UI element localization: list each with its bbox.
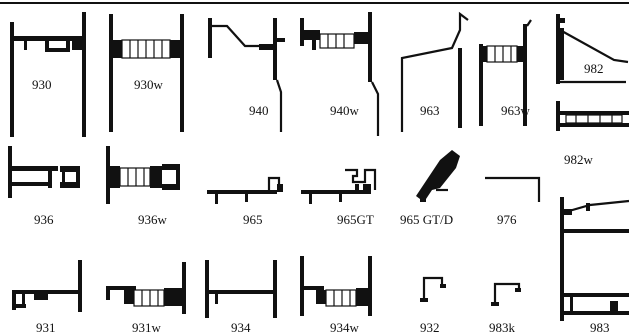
profile-934: 934: [195, 240, 290, 336]
profile-982: 982: [550, 0, 629, 95]
profile-932-label: 932: [420, 320, 440, 335]
profile-983-drawing: [560, 197, 629, 321]
profile-963w-drawing: [479, 19, 532, 126]
profile-934w: 934w: [290, 240, 390, 336]
profile-982w: 982w: [550, 95, 629, 175]
profile-963w-label: 963w: [501, 103, 530, 118]
profile-932-drawing: [420, 276, 446, 302]
profile-983k-label: 983k: [489, 320, 515, 335]
profile-963-label: 963: [420, 103, 440, 118]
profile-963: 963: [390, 0, 475, 140]
profile-931w: 931w: [100, 240, 195, 336]
profile-936-label: 936: [34, 212, 54, 227]
profile-940w: 940w: [290, 0, 390, 140]
profile-965gt: 965GT: [295, 140, 390, 235]
profile-982-label: 982: [584, 61, 604, 76]
profile-965gtd-label: 965 GT/D: [400, 212, 454, 227]
profile-983k-drawing: [491, 282, 521, 306]
profile-940w-label: 940w: [330, 103, 359, 118]
profile-931w-label: 931w: [132, 320, 161, 335]
profile-965-drawing: [207, 176, 283, 204]
profile-965: 965: [195, 140, 295, 235]
profile-940-label: 940: [249, 103, 269, 118]
profile-931: 931: [0, 240, 100, 336]
profile-982w-drawing: [556, 101, 629, 131]
profile-930w-label: 930w: [134, 77, 163, 92]
profile-934-drawing: [205, 260, 277, 318]
profile-963w: 963w: [475, 0, 550, 140]
profile-934-label: 934: [231, 320, 251, 335]
profile-982-drawing: [556, 14, 629, 84]
profile-965-label: 965: [243, 212, 263, 227]
profile-931-drawing: [12, 260, 82, 312]
profile-965gtd: 965 GT/D: [390, 140, 475, 235]
profile-983-label: 983: [590, 320, 610, 335]
profile-932: 932: [390, 240, 475, 336]
profile-940: 940: [195, 0, 290, 140]
profile-976-drawing: [485, 176, 541, 202]
profile-965gtd-drawing: [416, 150, 460, 202]
profile-982w-label: 982w: [564, 152, 593, 167]
profile-936w-drawing: [106, 146, 180, 204]
profile-930-label: 930: [32, 77, 52, 92]
profile-940-drawing: [208, 18, 285, 132]
profile-936-drawing: [8, 146, 80, 198]
profile-963-drawing: [400, 11, 469, 132]
profile-936: 936: [0, 140, 100, 235]
profile-930-drawing: [10, 12, 86, 137]
profile-934w-drawing: [300, 256, 372, 316]
profile-930w-drawing: [109, 14, 184, 132]
profile-983k: 983k: [475, 240, 550, 336]
profile-931w-drawing: [106, 262, 186, 314]
profile-931-label: 931: [36, 320, 56, 335]
profile-936w-label: 936w: [138, 212, 167, 227]
profile-934w-label: 934w: [330, 320, 359, 335]
profile-965gt-label: 965GT: [337, 212, 374, 227]
top-border-line: [0, 2, 629, 4]
profile-976: 976: [475, 140, 550, 235]
profile-940w-drawing: [300, 12, 380, 136]
profile-983: 983: [550, 175, 629, 336]
profile-936w: 936w: [100, 140, 195, 235]
profile-965gt-drawing: [301, 168, 377, 204]
profile-930w: 930w: [100, 0, 195, 140]
profile-976-label: 976: [497, 212, 517, 227]
profile-930: 930: [0, 0, 100, 140]
